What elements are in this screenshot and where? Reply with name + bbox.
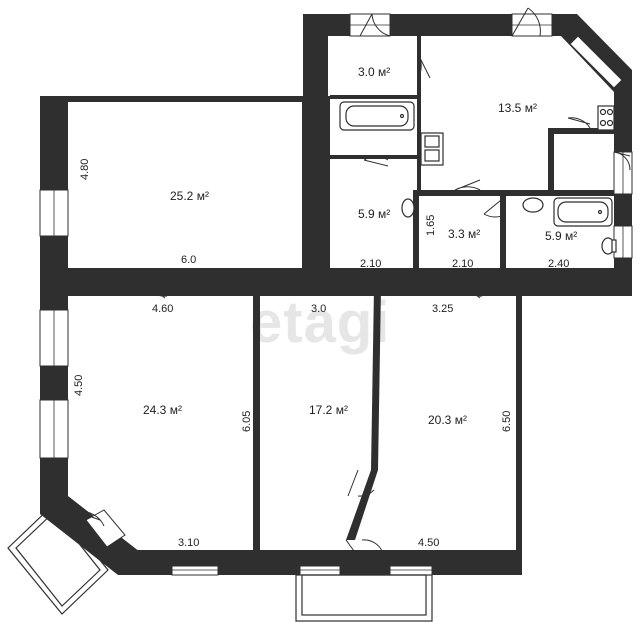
room-area-living-top: 25.2 м² xyxy=(170,189,209,203)
cooktop-icon xyxy=(597,105,615,131)
watermark-logo: etagi xyxy=(250,290,390,355)
sink-icon xyxy=(401,198,415,218)
doors xyxy=(77,7,631,563)
toilet-icon xyxy=(601,237,617,255)
walls xyxy=(40,14,632,575)
dim-2-10-left: 2.10 xyxy=(360,258,381,270)
bathtub-icon-right xyxy=(553,197,613,227)
room-area-wc-top: 3.0 м² xyxy=(358,65,390,79)
dim-3-0: 3.0 xyxy=(311,303,326,315)
dim-4-50-bottom: 4.50 xyxy=(418,537,439,549)
balconies xyxy=(7,503,433,622)
area-labels: 3.0 м² 13.5 м² 25.2 м² 5.9 м² 3.3 м² 5.9… xyxy=(143,65,577,427)
room-area-bedroom-left: 24.3 м² xyxy=(143,403,182,417)
room-area-bath-left: 5.9 м² xyxy=(358,207,390,221)
stove-icon xyxy=(420,132,444,166)
dim-6-50: 6.50 xyxy=(501,411,513,432)
fixtures xyxy=(339,101,617,255)
dim-6-0: 6.0 xyxy=(181,254,196,266)
windows xyxy=(39,13,633,576)
room-area-bedroom-middle: 17.2 м² xyxy=(309,403,348,417)
room-area-kitchen: 13.5 м² xyxy=(498,101,537,115)
dim-3-10: 3.10 xyxy=(178,537,199,549)
dim-4-60: 4.60 xyxy=(152,303,173,315)
sink-icon-right xyxy=(522,197,544,213)
room-area-hall-small: 3.3 м² xyxy=(448,227,480,241)
dimension-labels: 4.80 6.0 2.10 1.65 2.10 2.40 4.60 3.0 3.… xyxy=(73,159,569,549)
dim-3-25: 3.25 xyxy=(432,303,453,315)
dim-4-50-left: 4.50 xyxy=(73,375,85,396)
room-area-bedroom-right: 20.3 м² xyxy=(428,413,467,427)
dim-6-05: 6.05 xyxy=(241,411,253,432)
dim-4-80: 4.80 xyxy=(79,159,91,180)
dim-2-40: 2.40 xyxy=(548,258,569,270)
bathtub-icon xyxy=(339,101,415,131)
dim-1-65: 1.65 xyxy=(425,215,437,236)
room-area-bath-right: 5.9 м² xyxy=(545,229,577,243)
dim-2-10-right: 2.10 xyxy=(452,258,473,270)
